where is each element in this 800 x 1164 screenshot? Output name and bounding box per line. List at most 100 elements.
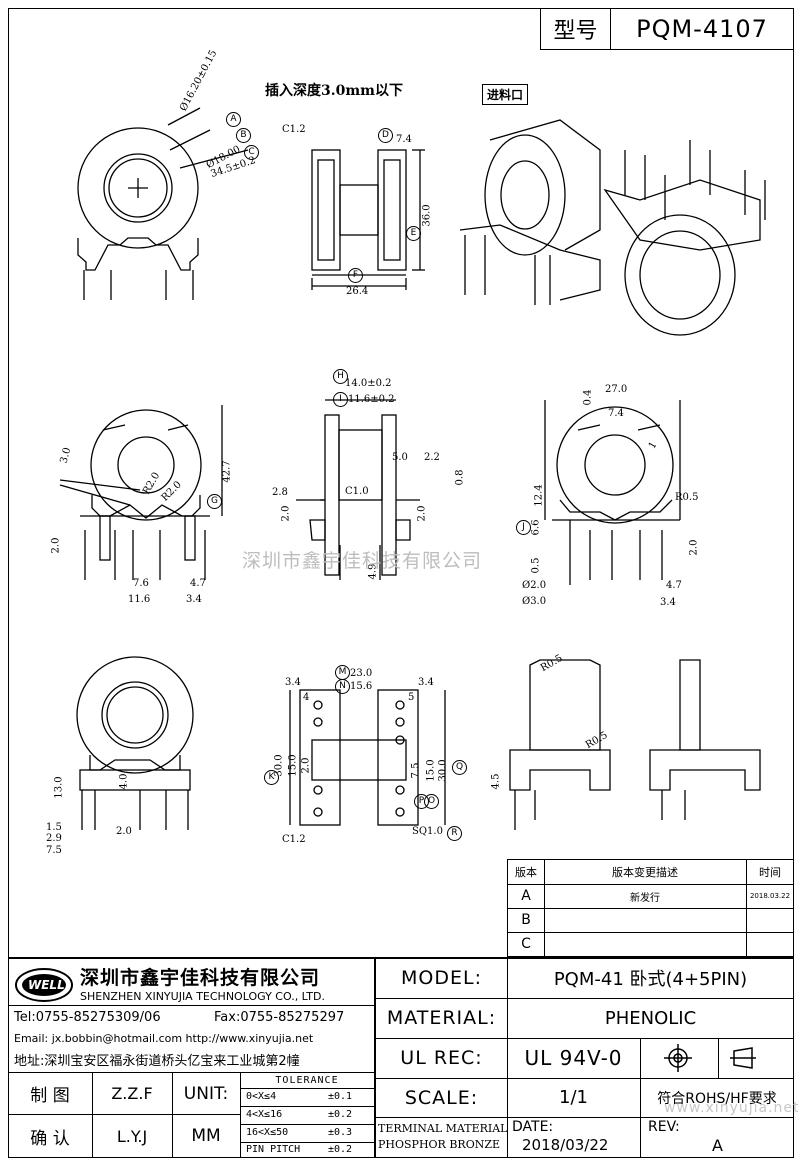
dim-2-0c: 2.0 xyxy=(50,537,62,554)
rev-header-version: 版本 xyxy=(515,866,537,879)
dim-sq1: SQ1.0 xyxy=(412,826,443,837)
header-model-box: 型号 PQM-4107 xyxy=(540,8,794,50)
technical-drawing xyxy=(59,107,766,830)
tol-value-1: ±0.1 xyxy=(328,1091,353,1102)
dim-4: 4 xyxy=(303,692,310,703)
header-model-code: PQM-4107 xyxy=(636,15,768,43)
rev-header-desc: 版本变更描述 xyxy=(612,866,678,879)
dim-r0-5a: R0.5 xyxy=(675,492,699,503)
model-label: MODEL: xyxy=(401,966,482,989)
section-views xyxy=(509,659,761,830)
dim-7-6: 7.6 xyxy=(133,578,149,589)
rev-row-c-ver: C xyxy=(521,936,531,952)
tolerance-block: TOLERANCE 0<X≤4 ±0.1 4<X≤16 ±0.2 16<X≤50… xyxy=(240,1072,374,1158)
dim-15-6: 15.6 xyxy=(350,681,373,692)
scale-label: SCALE: xyxy=(404,1086,479,1109)
callout-e: E xyxy=(406,226,421,241)
drawn-value: Z.Z.F xyxy=(111,1083,153,1103)
rev-header-time: 时间 xyxy=(759,866,781,879)
header-model-label: 型号 xyxy=(541,9,611,49)
company-address: 地址:深圳宝安区福永街道桥头亿宝来工业城第2幢 xyxy=(14,1054,300,1069)
callout-j: J xyxy=(516,520,531,535)
dim-15b: 15.0 xyxy=(425,759,437,782)
callout-d: D xyxy=(378,128,393,143)
dim-4-0: 4.0 xyxy=(118,773,130,790)
callout-p: P xyxy=(414,794,429,809)
company-email: Email: jx.bobbin@hotmail.com http://www.… xyxy=(14,1032,314,1045)
callout-i: I xyxy=(333,392,348,407)
front-view-2 xyxy=(59,405,223,580)
dim-4-7a: 4.7 xyxy=(190,578,206,589)
dim-11-6b: 11.6 xyxy=(128,594,151,605)
dim-5: 5.0 xyxy=(392,452,408,463)
callout-q: Q xyxy=(452,760,467,775)
logo-text: WELL xyxy=(28,978,65,992)
dim-6-6: 6.6 xyxy=(530,519,542,536)
dim-30b: 30.0 xyxy=(437,759,449,782)
company-logo: WELL xyxy=(14,967,74,1003)
tol-value-3: ±0.3 xyxy=(328,1127,353,1138)
ulrec-label: UL REC: xyxy=(400,1047,483,1069)
date-label: DATE: xyxy=(512,1119,554,1135)
company-name-en: SHENZHEN XINYUJIA TECHNOLOGY CO., LTD. xyxy=(80,990,325,1003)
dim-3-4a: 3.4 xyxy=(186,594,202,605)
callout-n: N xyxy=(335,679,350,694)
dim-dd-2: Ø2.0 xyxy=(522,580,547,591)
tol-range-3: 16<X≤50 xyxy=(246,1127,289,1138)
rev-row-a-ver: A xyxy=(521,888,531,904)
tol-range-4: PIN PITCH xyxy=(246,1144,301,1155)
callout-k: K xyxy=(264,770,279,785)
check-label: 确 认 xyxy=(30,1128,70,1149)
dim-7-5b: 7.5 xyxy=(410,762,422,779)
dim-2-2: 2.2 xyxy=(424,452,440,463)
tol-value-4: ±0.2 xyxy=(328,1144,353,1155)
model-value: PQM-41 卧式(4+5PIN) xyxy=(553,968,748,990)
dim-7-4: 7.4 xyxy=(396,134,412,145)
rev-value: A xyxy=(712,1136,723,1155)
dim-36: 36.0 xyxy=(421,204,433,227)
dim-13: 13.0 xyxy=(53,776,65,799)
dim-5b: 5 xyxy=(408,692,415,703)
rev-row-a-desc: 新发行 xyxy=(630,892,660,904)
projection-symbol xyxy=(640,1038,794,1078)
dim-23: 23.0 xyxy=(350,668,373,679)
dim-42-7: 42.7 xyxy=(221,460,233,483)
dim-12-4: 12.4 xyxy=(533,484,545,507)
terminal-material-label: TERMINAL MATERIAL xyxy=(378,1122,508,1135)
scale-value: 1/1 xyxy=(559,1087,588,1108)
phosphor-bronze-label: PHOSPHOR BRONZE xyxy=(378,1138,501,1151)
front-view-4 xyxy=(76,656,194,830)
dim-11-6: 11.6±0.2 xyxy=(348,394,395,405)
callout-m: M xyxy=(335,665,350,680)
dim-3-4b: 3.4 xyxy=(660,597,676,608)
feed-port-label: 进料口 xyxy=(482,84,529,105)
dim-2-0f: 2.0 xyxy=(300,757,312,774)
company-name-cn: 深圳市鑫宇佳科技有限公司 xyxy=(80,967,321,989)
watermark: 深圳市鑫宇佳科技有限公司 xyxy=(242,550,483,572)
dim-14: 14.0±0.2 xyxy=(345,378,392,389)
dim-27: 27.0 xyxy=(605,384,628,395)
callout-r: R xyxy=(447,826,462,841)
dim-1-5: 1.5 xyxy=(46,822,62,833)
material-value: PHENOLIC xyxy=(604,1007,697,1029)
dim-c1-2-b: C1.2 xyxy=(282,834,306,845)
callout-f: F xyxy=(348,268,363,283)
callout-g: G xyxy=(207,494,222,509)
rev-label: REV: xyxy=(648,1119,680,1135)
company-tel: Tel:0755-85275309/06 xyxy=(14,1010,161,1025)
tol-range-1: 0<X≤4 xyxy=(246,1091,277,1102)
drawn-label: 制 图 xyxy=(30,1085,70,1106)
dim-4-7b: 4.7 xyxy=(666,580,682,591)
dim-4-5: 4.5 xyxy=(490,773,502,790)
dim-7-4b: 7.4 xyxy=(608,408,624,419)
dim-2-9: 2.9 xyxy=(46,833,62,844)
callout-b: B xyxy=(236,128,251,143)
revision-table: 版本 版本变更描述 时间 A 新发行 2018.03.22 B C xyxy=(507,859,794,957)
rev-row-a-date: 2018.03.22 xyxy=(749,892,791,900)
tol-range-2: 4<X≤16 xyxy=(246,1109,283,1120)
tol-value-2: ±0.2 xyxy=(328,1109,353,1120)
dim-dd-3: Ø3.0 xyxy=(522,596,547,607)
dim-15: 15.0 xyxy=(287,754,299,777)
dim-c1-2-a: C1.2 xyxy=(282,124,306,135)
callout-a: A xyxy=(226,112,241,127)
